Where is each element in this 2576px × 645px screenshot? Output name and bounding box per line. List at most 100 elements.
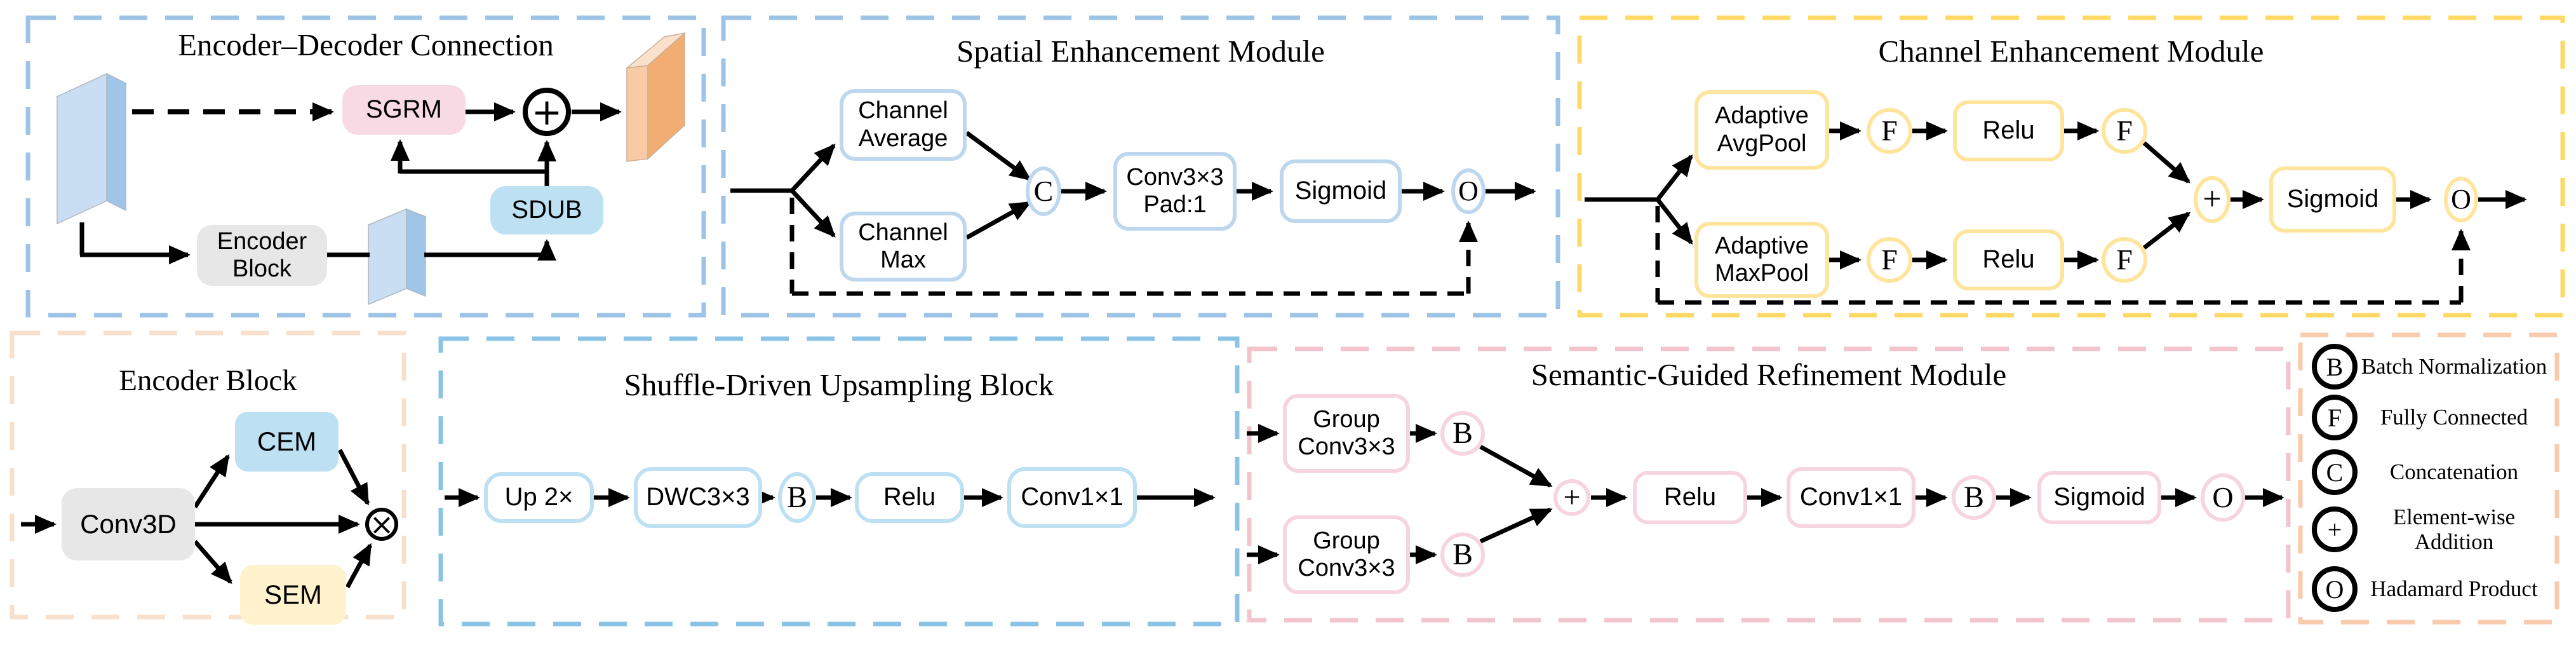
legend-label: Hadamard Product (2370, 576, 2538, 602)
avgpool-line2: AvgPool (1717, 130, 1807, 157)
maxpool-line1: Adaptive (1715, 232, 1809, 259)
group-conv-box-top: Group Conv3×3 (1283, 394, 1410, 473)
elementwise-addition-icon: + (2194, 176, 2231, 223)
elementwise-addition-icon: + (2312, 506, 2358, 552)
legend-label: Concatenation (2389, 459, 2519, 485)
sigmoid-box: Sigmoid (2037, 471, 2161, 524)
hadamard-multiply-icon: × (365, 508, 398, 541)
sdub-connections-svg (438, 336, 1240, 627)
module-title: Semantic-Guided Refinement Module (1531, 357, 2007, 392)
channel-max-line2: Max (880, 247, 926, 273)
module-semantic-guided-refinement: Semantic-Guided Refinement Module Group … (1247, 346, 2291, 623)
module-title: Shuffle-Driven Upsampling Block (624, 367, 1054, 402)
fully-connected-icon: F (2102, 237, 2147, 283)
legend-row-batch-norm: B Batch Normalization (2312, 344, 2551, 390)
adaptive-avgpool-box: Adaptive AvgPool (1694, 90, 1829, 170)
connection-arrows (1247, 424, 2284, 564)
concatenation-icon: C (2312, 449, 2358, 495)
cem-box: CEM (235, 412, 339, 472)
legend-row-concatenation: C Concatenation (2312, 449, 2551, 495)
module-channel-enhancement: Channel Enhancement Module Adaptive AvgP… (1577, 15, 2565, 318)
hadamard-product-icon: O (2312, 566, 2358, 612)
encoder-block-line2: Block (232, 255, 292, 282)
fully-connected-icon: F (1867, 237, 1912, 283)
module-title: Spatial Enhancement Module (956, 34, 1325, 69)
connection-arrows (1585, 121, 2527, 305)
conv3d-box: Conv3D (62, 488, 195, 560)
batch-norm-icon: B (1952, 475, 1996, 520)
module-title: Encoder Block (119, 364, 297, 397)
channel-average-box: Channel Average (840, 89, 967, 161)
conv3x3-line1: Conv3×3 (1126, 163, 1224, 191)
legend-label-line1: Element-wise (2392, 504, 2516, 529)
batch-norm-icon: B (1440, 411, 1485, 456)
relu-box-top: Relu (1953, 100, 2064, 161)
legend-row-elementwise-addition: + Element-wise Addition (2312, 505, 2551, 554)
legend-label-line2: Addition (2414, 529, 2494, 554)
dwc3x3-box: DWC3×3 (634, 467, 762, 528)
module-title: Channel Enhancement Module (1878, 34, 2264, 69)
hadamard-product-icon: O (2201, 473, 2245, 522)
legend-label: Batch Normalization (2361, 354, 2547, 379)
group-conv-line1: Group (1313, 405, 1380, 433)
group-conv-box-bottom: Group Conv3×3 (1283, 515, 1410, 594)
batch-norm-icon: B (778, 472, 816, 523)
sigmoid-box: Sigmoid (2269, 166, 2396, 233)
legend-label: Fully Connected (2380, 405, 2528, 430)
feature-map-small-blue-icon (367, 208, 427, 306)
legend: B Batch Normalization F Fully Connected … (2298, 332, 2559, 625)
fully-connected-icon: F (1867, 108, 1912, 154)
channel-max-box: Channel Max (840, 212, 967, 282)
channel-average-line2: Average (858, 125, 948, 152)
encoder-decoder-connections-svg (25, 15, 706, 318)
group-conv-line1: Group (1313, 527, 1380, 554)
conv1x1-box: Conv1×1 (1787, 467, 1915, 528)
conv3x3-pad1-box: Conv3×3 Pad:1 (1113, 152, 1237, 231)
feature-map-blue-icon (56, 72, 127, 225)
batch-norm-icon: B (1440, 533, 1485, 577)
adaptive-maxpool-box: Adaptive MaxPool (1694, 222, 1829, 298)
group-conv-line2: Conv3×3 (1298, 433, 1395, 460)
fully-connected-icon: F (2102, 108, 2147, 154)
sgrm-connections-svg (1247, 346, 2291, 623)
channel-connections-svg (1577, 15, 2565, 318)
spatial-connections-svg (721, 15, 1560, 318)
legend-row-fully-connected: F Fully Connected (2312, 395, 2551, 440)
sgrm-box: SGRM (342, 85, 466, 135)
elementwise-addition-icon: + (1553, 479, 1590, 516)
hadamard-product-icon: O (2444, 177, 2478, 222)
connection-arrows (79, 102, 622, 264)
conv1x1-box: Conv1×1 (1007, 467, 1137, 528)
module-spatial-enhancement: Spatial Enhancement Module Channel Avera… (721, 15, 1560, 318)
up-2x-box: Up 2× (484, 472, 594, 523)
connection-arrows (730, 131, 1536, 296)
module-title: Encoder–Decoder Connection (178, 27, 554, 62)
relu-box-bottom: Relu (1953, 229, 2064, 290)
group-conv-line2: Conv3×3 (1298, 555, 1395, 581)
maxpool-line2: MaxPool (1715, 260, 1809, 287)
legend-row-hadamard-product: O Hadamard Product (2312, 566, 2551, 612)
channel-average-line1: Channel (858, 97, 948, 125)
feature-map-orange-icon (625, 32, 687, 162)
sigmoid-box: Sigmoid (1280, 160, 1402, 223)
sem-box: SEM (240, 565, 346, 625)
relu-box: Relu (1633, 471, 1747, 524)
concatenation-icon: C (1026, 166, 1061, 216)
sdub-box: SDUB (490, 186, 603, 234)
relu-box: Relu (855, 472, 964, 523)
module-shuffle-driven-upsampling: Shuffle-Driven Upsampling Block Up 2× DW… (438, 336, 1240, 627)
fully-connected-icon: F (2312, 395, 2358, 440)
encoder-block-box: Encoder Block (197, 225, 327, 286)
conv3x3-line2: Pad:1 (1143, 191, 1207, 218)
avgpool-line1: Adaptive (1715, 102, 1809, 130)
legend-label: Element-wise Addition (2358, 505, 2551, 554)
batch-norm-icon: B (2312, 344, 2358, 390)
module-encoder-decoder-connection: Encoder–Decoder Connection SGRM + SDUB E… (25, 15, 706, 318)
encoder-block-line1: Encoder (217, 227, 307, 255)
hadamard-product-icon: O (1451, 168, 1486, 214)
elementwise-addition-icon: + (523, 88, 571, 136)
encoder-block-connections-svg (10, 330, 406, 620)
connection-arrows (21, 449, 373, 588)
channel-max-line1: Channel (858, 219, 948, 246)
